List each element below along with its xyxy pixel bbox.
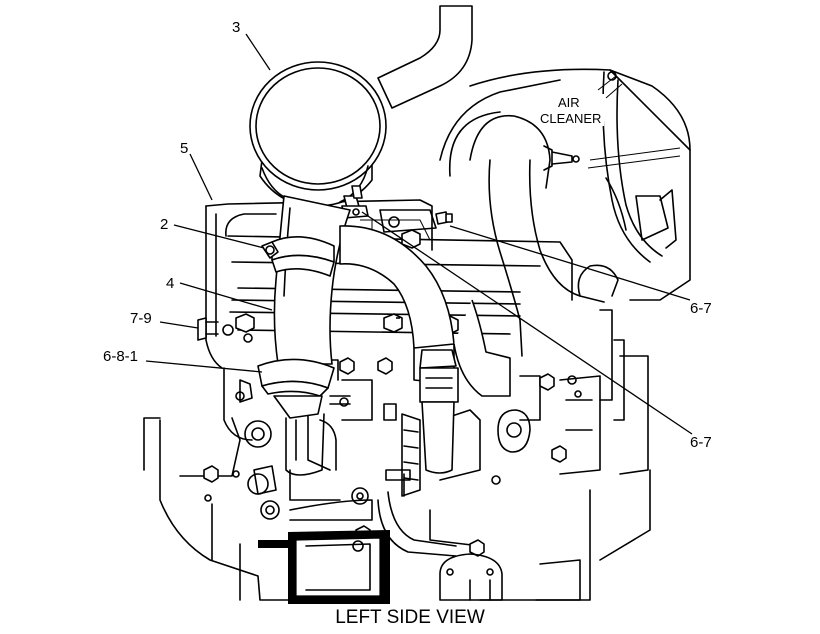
leader-4 [179,282,273,311]
callout-4: 4 [166,275,174,292]
lower-right-fitting [439,553,581,601]
leader-lines [145,33,693,435]
exhaust-elbow-pipe [377,5,473,109]
callout-2: 2 [160,216,168,233]
leader-5 [189,153,213,201]
muffler [249,61,387,207]
leader-6-8-1 [145,360,263,373]
air-cleaner-label: AIR CLEANER [538,94,604,126]
callout-7-9: 7-9 [130,310,152,327]
exhaust-clamp [261,236,335,277]
engine-lower-plate [258,530,390,604]
view-caption: LEFT SIDE VIEW [335,607,485,628]
air-cleaner-label-line1: AIR [558,95,580,110]
leader-2 [173,224,265,249]
side-panel [205,199,433,369]
callout-labels: 3 5 2 4 7-9 6-8-1 6-7 6-7 [103,19,712,451]
callout-3: 3 [232,19,240,36]
bolt-fasteners [203,229,582,557]
leader-6-7-upper [449,225,691,301]
callout-6-8-1: 6-8-1 [103,348,138,365]
engine-pulleys [244,420,369,520]
leader-6-7-lower [361,211,693,435]
leader-3 [245,33,271,71]
exhaust-pipe [273,195,351,365]
bolt-upper-right [435,211,453,225]
air-cleaner-label-line2: CLEANER [540,111,601,126]
hoses [289,469,457,557]
exhaust-flange [257,358,337,476]
callout-6-7-upper: 6-7 [690,300,712,317]
left-bracket [197,317,219,341]
callout-5: 5 [180,140,188,157]
callout-6-7-lower: 6-7 [690,434,712,451]
air-cleaner-intake-tube [448,111,619,357]
leader-7-9 [159,321,199,329]
engine-block-details [222,309,649,601]
intake-pipes [339,225,511,474]
engine-block-outline [143,417,651,601]
